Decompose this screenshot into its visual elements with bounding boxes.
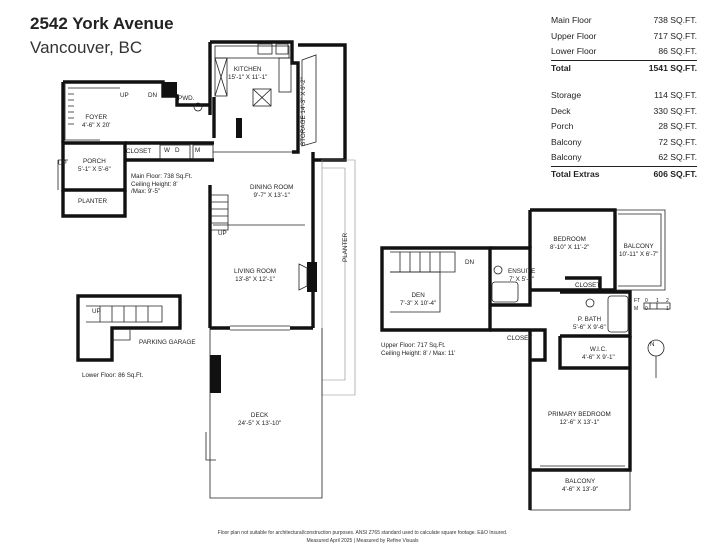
property-address: 2542 York Avenue bbox=[30, 14, 174, 33]
bathtub-icon bbox=[491, 281, 519, 303]
up-marker-porch: UP bbox=[58, 160, 67, 167]
balcony-lower-outline bbox=[529, 470, 631, 511]
dn-marker-foyer: DN bbox=[148, 92, 158, 99]
ensuite-wall bbox=[490, 246, 532, 307]
kitchen-wall bbox=[210, 40, 300, 154]
main-floor-note: Main Floor: 738 Sq.Ft. Ceiling Height: 8… bbox=[131, 173, 193, 196]
room-storage: STORAGE 14'-3" X 6'-2" bbox=[300, 77, 307, 146]
upper-floor-note: Upper Floor: 717 Sq.Ft. Ceiling Height: … bbox=[381, 342, 456, 357]
toilet-icon bbox=[493, 265, 503, 275]
room-planter-right: PLANTER bbox=[342, 232, 349, 262]
room-closet-upper: CLOSET bbox=[575, 282, 601, 289]
scale-m-label: M bbox=[634, 306, 639, 312]
scale-ft-tick-2: 2 bbox=[666, 298, 669, 304]
up-marker-foyer: UP bbox=[120, 92, 129, 99]
scale-ft-tick-0: 0 bbox=[645, 298, 648, 304]
room-wic: W.I.C.4'-6" X 9'-1" bbox=[582, 346, 615, 361]
kitchen-counter bbox=[214, 45, 290, 59]
upper-floor-plan bbox=[380, 208, 671, 511]
scale-ft-tick-1: 1 bbox=[656, 298, 659, 304]
lower-floor-plan bbox=[76, 294, 182, 362]
sink-icon bbox=[257, 43, 273, 55]
fireplace bbox=[307, 262, 317, 292]
scale-m-tick-0: 0 bbox=[645, 306, 648, 312]
bedroom-wall bbox=[530, 208, 617, 292]
planter-right-outline bbox=[321, 159, 356, 396]
up-marker-lower: UP bbox=[92, 308, 101, 315]
kitchen-island bbox=[252, 88, 272, 107]
planter-left-wall bbox=[61, 190, 127, 218]
up-marker-main: UP bbox=[218, 230, 227, 237]
scale-ft-label: FT bbox=[634, 298, 641, 304]
dn-marker-upper: DN bbox=[465, 259, 475, 266]
property-city: Vancouver, BC bbox=[30, 38, 143, 57]
footer-credit: Measured April 2025 | Measured by Refine… bbox=[306, 538, 419, 544]
washer-label: W bbox=[164, 147, 170, 154]
lower-floor-wall bbox=[76, 294, 182, 362]
footer-disclaimer: Floor plan not suitable for architectura… bbox=[217, 530, 508, 536]
north-label: N bbox=[650, 341, 655, 348]
balcony-upper-outline bbox=[615, 209, 666, 291]
pbath-wall bbox=[560, 290, 632, 338]
deck-outline bbox=[209, 328, 323, 499]
room-closet-main: CLOSET bbox=[126, 148, 152, 155]
dryer-label: D bbox=[175, 147, 180, 154]
mechanical-label: M bbox=[195, 147, 201, 154]
room-parking: PARKING GARAGE bbox=[139, 339, 196, 346]
room-closet-upper2: CLOSET bbox=[507, 335, 533, 342]
room-pwd: PWD. bbox=[178, 95, 195, 102]
main-floor-plan bbox=[57, 40, 356, 499]
washer-dryer bbox=[159, 144, 191, 160]
scale-m-tick-1: 1 bbox=[666, 306, 669, 312]
room-planter-left: PLANTER bbox=[78, 198, 108, 205]
lower-floor-note: Lower Floor: 86 Sq.Ft. bbox=[82, 372, 144, 379]
